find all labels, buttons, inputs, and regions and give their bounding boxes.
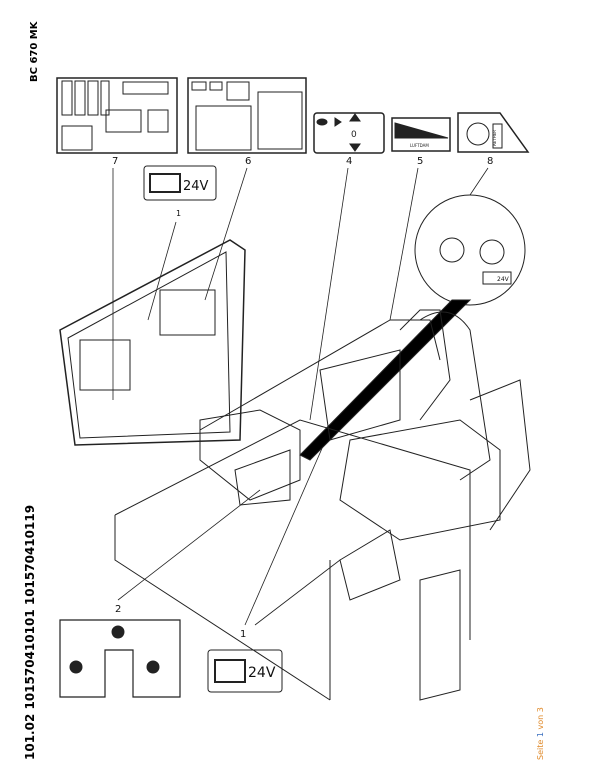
decal-8-ether: AETHER	[457, 112, 530, 153]
callout-7: 7	[112, 156, 118, 167]
decal-7-fuse-panel	[56, 77, 178, 154]
decal-5-text: LUFTDAM	[410, 143, 429, 148]
decal-5-throttle: LUFTDAM	[391, 117, 451, 152]
callout-8: 8	[487, 156, 493, 167]
battery-voltage-top: 24V	[183, 179, 209, 194]
detail-circle: 24V	[299, 194, 526, 461]
callout-2: 2	[115, 604, 121, 615]
callout-1-bottom: 1	[240, 629, 246, 640]
battery-label-top: 24V	[143, 165, 217, 201]
callout-4: 4	[346, 156, 352, 167]
callout-5: 5	[417, 156, 423, 167]
decal-4-value: 0	[351, 130, 357, 140]
machine-cab	[59, 239, 531, 701]
battery-voltage-small: 24V	[497, 276, 510, 283]
decal-4-direction: 0	[313, 112, 385, 154]
decal-8-text: AETHER	[492, 130, 497, 146]
battery-voltage-bottom: 24V	[248, 665, 276, 681]
callout-6: 6	[245, 156, 251, 167]
callout-1-top: 1	[176, 209, 181, 218]
decal-6-panel	[187, 77, 307, 154]
battery-label-bottom: 24V	[207, 649, 283, 693]
decal-2-steering	[59, 619, 181, 698]
